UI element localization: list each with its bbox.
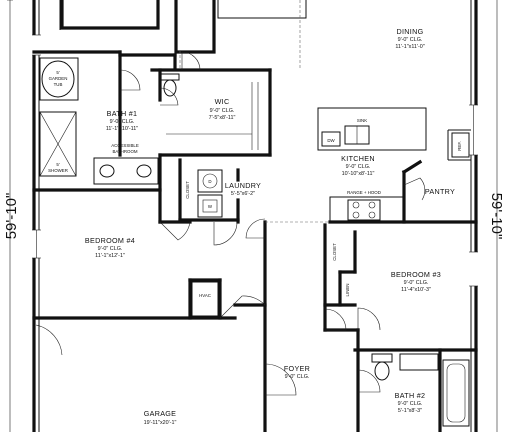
open-passages <box>179 0 330 223</box>
interior-walls <box>32 0 478 432</box>
room-label-wic: WIC 9'-0" CLG. 7'-5"x8'-11" <box>209 97 236 121</box>
fixture-labels: 5' GARDEN TUB 5' SHOWER ACCESSIBLE BATHR… <box>48 70 462 298</box>
svg-text:BEDROOM #4: BEDROOM #4 <box>85 236 135 245</box>
svg-text:9'-0" CLG.: 9'-0" CLG. <box>404 280 429 286</box>
dryer-fixture <box>197 169 223 193</box>
garden-tub-fixture <box>39 57 79 101</box>
svg-text:9'-0" CLG.: 9'-0" CLG. <box>110 119 135 125</box>
svg-text:BATH #1: BATH #1 <box>107 109 138 118</box>
svg-text:BEDROOM #3: BEDROOM #3 <box>391 270 441 279</box>
svg-text:11'-1"x12'-1": 11'-1"x12'-1" <box>95 253 125 259</box>
room-label-garage: GARAGE 19'-11"x20'-1" <box>144 409 177 426</box>
room-label-pantry: PANTRY <box>425 187 455 196</box>
svg-text:GARAGE: GARAGE <box>144 409 177 418</box>
washer-fixture <box>197 194 223 218</box>
svg-text:9'-0" CLG.: 9'-0" CLG. <box>210 108 235 114</box>
svg-text:5'-5"x6'-2": 5'-5"x6'-2" <box>231 191 255 197</box>
svg-text:SHOWER: SHOWER <box>48 168 68 173</box>
svg-text:GARDEN: GARDEN <box>49 76 68 81</box>
svg-text:BATHROOM: BATHROOM <box>112 149 137 154</box>
svg-text:LAUNDRY: LAUNDRY <box>225 181 261 190</box>
room-label-bedroom4: BEDROOM #4 9'-0" CLG. 11'-1"x12'-1" <box>85 236 135 259</box>
svg-text:11'-1"x10'-11": 11'-1"x10'-11" <box>106 126 138 132</box>
svg-text:LINEN: LINEN <box>345 284 350 297</box>
svg-text:D: D <box>208 179 211 184</box>
svg-text:5': 5' <box>56 70 59 75</box>
room-label-dining: DINING 9'-0" CLG. 11'-1"x11'-0" <box>395 27 424 50</box>
toilet-fixture-bath1 <box>160 73 180 97</box>
room-label-bedroom3: BEDROOM #3 9'-0" CLG. 11'-4"x10'-3" <box>391 270 441 293</box>
svg-text:DW: DW <box>327 138 335 143</box>
tub-bath2 <box>442 359 470 427</box>
svg-text:DINING: DINING <box>397 27 424 36</box>
toilet-fixture-bath2 <box>371 353 393 381</box>
room-label-kitchen: KITCHEN 9'-0" CLG. 10'-10"x8'-11" <box>341 154 375 177</box>
room-label-laundry: LAUNDRY 5'-5"x6'-2" <box>225 181 261 197</box>
shower-fixture <box>39 111 77 177</box>
vanity-fixture <box>93 157 159 185</box>
svg-text:PANTRY: PANTRY <box>425 187 455 196</box>
dimension-line-right: 59'-10" <box>488 0 505 432</box>
svg-text:HVAC: HVAC <box>199 293 211 298</box>
dimension-right-label: 59'-10" <box>488 193 505 240</box>
exterior-walls <box>32 0 478 432</box>
svg-text:ACCESSIBLE: ACCESSIBLE <box>111 143 139 148</box>
vanity-bath2 <box>399 353 439 371</box>
svg-text:RANGE + HOOD: RANGE + HOOD <box>347 190 381 195</box>
svg-text:11'-4"x10'-3": 11'-4"x10'-3" <box>401 287 431 293</box>
svg-text:CLOSET: CLOSET <box>332 243 337 261</box>
svg-text:9'-0" CLG.: 9'-0" CLG. <box>98 246 123 252</box>
svg-text:CLOSET: CLOSET <box>185 181 190 199</box>
svg-text:5': 5' <box>56 162 59 167</box>
svg-text:7'-5"x8'-11": 7'-5"x8'-11" <box>209 115 236 121</box>
svg-text:9'-0" CLG.: 9'-0" CLG. <box>398 37 423 43</box>
doors <box>35 51 426 396</box>
svg-text:W: W <box>208 204 213 209</box>
room-label-bath1: BATH #1 9'-0" CLG. 11'-1"x10'-11" <box>106 109 138 132</box>
svg-text:BATH #2: BATH #2 <box>395 391 426 400</box>
room-label-foyer: FOYER 9'-0" CLG. <box>284 364 310 380</box>
wic-shelves <box>166 82 259 150</box>
svg-text:REF.: REF. <box>457 141 462 151</box>
range-fixture <box>329 196 405 223</box>
svg-text:WIC: WIC <box>215 97 230 106</box>
svg-text:SINK: SINK <box>357 118 367 123</box>
dimension-left-label: 59'-10" <box>3 193 20 240</box>
dimension-line-left: 59'-10" <box>3 0 20 432</box>
svg-text:9'-0" CLG.: 9'-0" CLG. <box>346 164 371 170</box>
refrigerator-fixture <box>451 132 470 158</box>
svg-text:FOYER: FOYER <box>284 364 310 373</box>
hvac-unit <box>191 281 219 317</box>
svg-text:9'-0" CLG.: 9'-0" CLG. <box>285 374 310 380</box>
kitchen-island <box>317 107 427 151</box>
room-label-bath2: BATH #2 9'-0" CLG. 5'-1"x8'-3" <box>395 391 426 414</box>
svg-text:11'-1"x11'-0": 11'-1"x11'-0" <box>395 44 424 50</box>
svg-text:KITCHEN: KITCHEN <box>341 154 375 163</box>
svg-text:9'-0" CLG.: 9'-0" CLG. <box>398 401 423 407</box>
svg-text:19'-11"x20'-1": 19'-11"x20'-1" <box>144 420 177 426</box>
svg-text:TUB: TUB <box>54 82 63 87</box>
svg-text:10'-10"x8'-11": 10'-10"x8'-11" <box>342 171 375 177</box>
svg-text:5'-1"x8'-3": 5'-1"x8'-3" <box>398 408 422 414</box>
